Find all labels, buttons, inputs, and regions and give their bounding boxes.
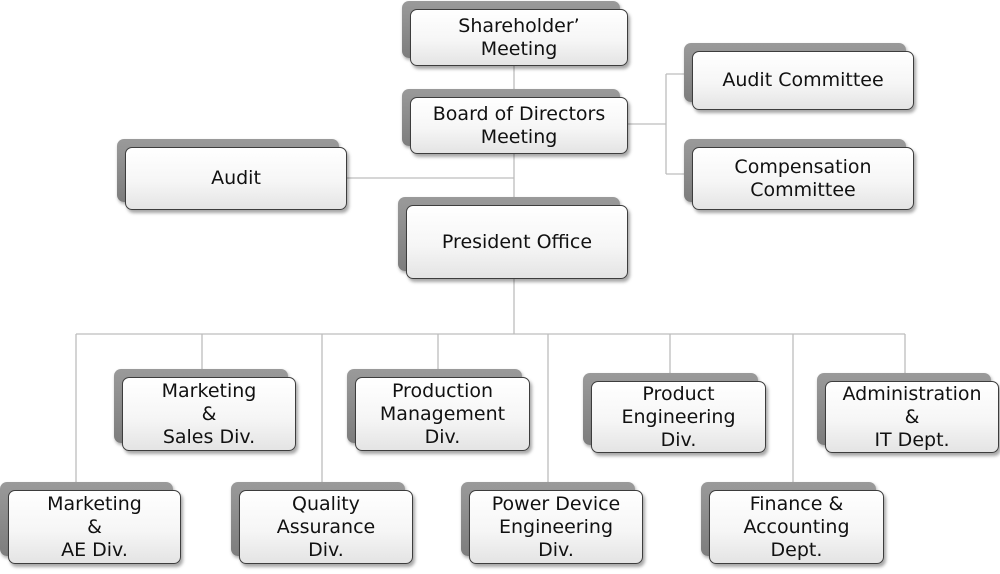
node-label: Quality Assurance Div.: [276, 492, 376, 561]
node-board-of-directors: Board of Directors Meeting: [402, 89, 628, 154]
node-shareholder-meeting: Shareholder’ Meeting: [402, 1, 628, 66]
node-label: Board of Directors Meeting: [432, 102, 606, 148]
node-audit-committee: Audit Committee: [684, 43, 914, 110]
node-label: Marketing & Sales Div.: [161, 379, 257, 448]
node-label: Audit Committee: [722, 69, 884, 91]
node-marketing-sales: Marketing & Sales Div.: [114, 369, 296, 451]
node-power-device-engineering: Power Device Engineering Div.: [461, 482, 643, 564]
node-label: Production Management Div.: [379, 379, 506, 448]
node-compensation-committee: Compensation Committee: [684, 139, 914, 210]
node-production-management: Production Management Div.: [347, 369, 530, 451]
node-label: Audit: [211, 167, 261, 189]
node-quality-assurance: Quality Assurance Div.: [231, 482, 413, 564]
node-label: President Office: [441, 230, 593, 253]
node-label: Product Engineering Div.: [621, 382, 736, 451]
node-marketing-ae: Marketing & AE Div.: [0, 482, 181, 564]
node-label: Shareholder’ Meeting: [458, 14, 580, 60]
node-audit: Audit: [117, 139, 347, 210]
node-label: Compensation Committee: [734, 155, 872, 201]
node-label: Power Device Engineering Div.: [491, 492, 621, 561]
node-president-office: President Office: [398, 197, 628, 279]
node-label: Administration & IT Dept.: [842, 382, 982, 451]
node-label: Finance & Accounting Dept.: [743, 492, 850, 561]
node-administration-it: Administration & IT Dept.: [817, 373, 999, 453]
node-label: Marketing & AE Div.: [47, 492, 142, 561]
node-finance-accounting: Finance & Accounting Dept.: [701, 482, 884, 564]
node-product-engineering: Product Engineering Div.: [583, 373, 766, 453]
